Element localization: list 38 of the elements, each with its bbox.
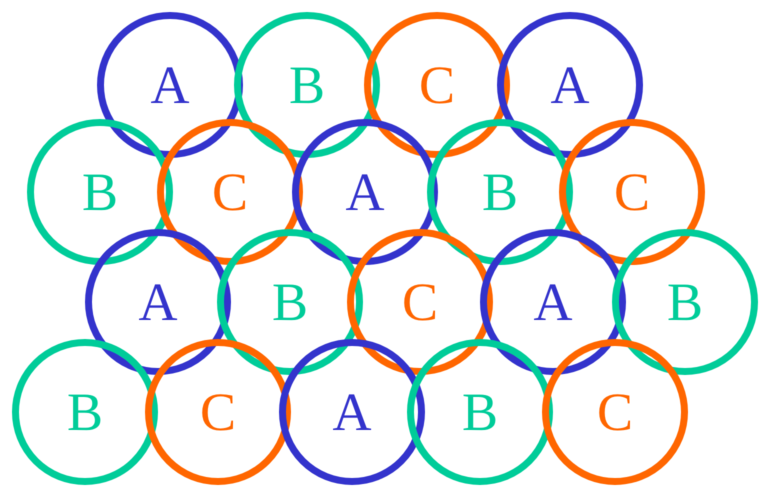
cell-letter: A — [550, 58, 590, 112]
cell-circle — [364, 12, 510, 158]
cell-circle — [542, 339, 688, 485]
cell-circle — [292, 119, 438, 265]
cell-letter: A — [138, 275, 178, 329]
cell-letter: C — [614, 165, 650, 219]
cell-circle — [427, 119, 573, 265]
cell-circle — [559, 119, 705, 265]
cell-letter: C — [596, 385, 634, 439]
cell-letter: B — [272, 275, 308, 329]
cell-circle — [85, 229, 231, 375]
cell-letter: C — [200, 385, 236, 439]
cell-letter: A — [346, 165, 384, 219]
cell-circle — [612, 229, 758, 375]
cell-circle — [279, 339, 425, 485]
cell-letter: A — [332, 385, 372, 439]
cell-circle — [234, 12, 380, 158]
cell-circle — [157, 119, 303, 265]
cell-circle — [480, 229, 626, 375]
cell-letter: B — [462, 385, 498, 439]
cell-letter: C — [402, 275, 438, 329]
cell-letter: C — [212, 165, 248, 219]
cell-circle — [407, 339, 553, 485]
cell-circle — [27, 119, 173, 265]
cell-circle — [497, 12, 643, 158]
cell-letter: B — [288, 58, 326, 112]
cell-letter: A — [534, 275, 572, 329]
cell-circle — [347, 229, 493, 375]
cell-letter: B — [666, 275, 704, 329]
cell-letter: A — [150, 58, 190, 112]
cell-letter: B — [66, 385, 104, 439]
cell-circle — [217, 229, 363, 375]
cell-circle — [97, 12, 243, 158]
cell-letter: B — [82, 165, 118, 219]
cell-circle — [12, 339, 158, 485]
cell-letter: B — [482, 165, 518, 219]
cell-letter: C — [418, 58, 456, 112]
cell-circle — [145, 339, 291, 485]
